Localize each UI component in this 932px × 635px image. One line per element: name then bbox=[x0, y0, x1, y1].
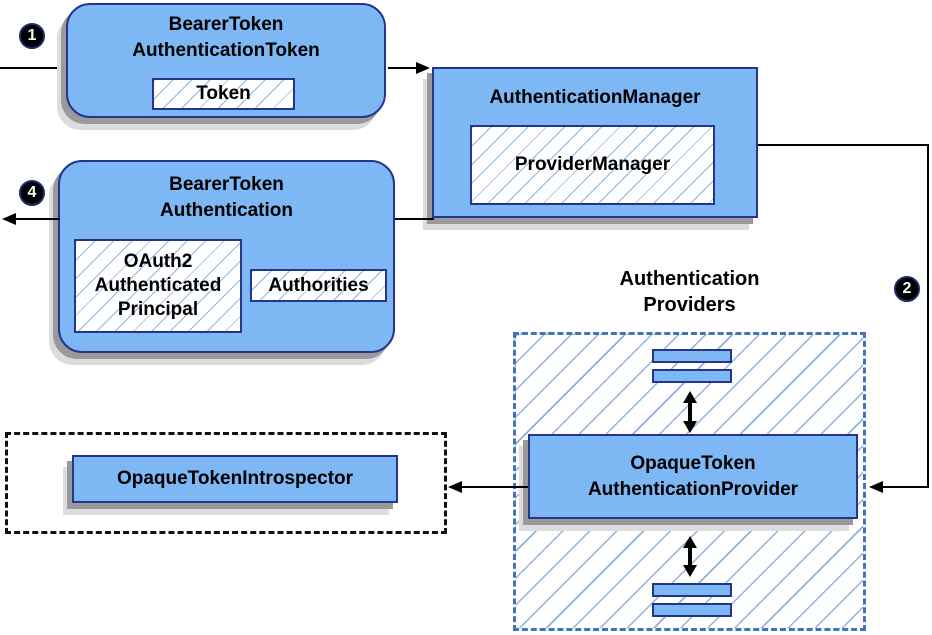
incoming-request-line bbox=[0, 67, 64, 69]
bearer-token-authentication-token-title: BearerToken AuthenticationToken bbox=[132, 14, 320, 61]
provider-link-arrow-up bbox=[683, 536, 697, 548]
token-to-manager-line bbox=[388, 67, 418, 69]
provider-link-arrow-up bbox=[683, 391, 697, 403]
step-badge-1: 1 bbox=[19, 23, 45, 49]
authentication-manager-title: AuthenticationManager bbox=[489, 87, 701, 108]
provider-to-introspector-arrowhead bbox=[448, 481, 462, 493]
authentication-manager-node: AuthenticationManager ProviderManager bbox=[432, 67, 758, 218]
provider-link-line bbox=[688, 402, 692, 422]
opaque-token-introspector-title: OpaqueTokenIntrospector bbox=[116, 468, 354, 489]
manager-to-provider-line-bottom bbox=[883, 486, 929, 488]
bearer-token-authentication-token-node: BearerToken AuthenticationToken Token bbox=[66, 3, 386, 118]
oauth2-authenticated-principal-chip: OAuth2 Authenticated Principal bbox=[74, 239, 242, 333]
manager-to-provider-line-right bbox=[927, 144, 929, 488]
authorities-chip: Authorities bbox=[250, 269, 387, 302]
provider-list-bar bbox=[652, 369, 732, 383]
token-to-manager-arrowhead bbox=[416, 62, 430, 74]
provider-list-bar bbox=[652, 583, 732, 597]
opaque-token-authentication-provider-node: OpaqueToken AuthenticationProvider bbox=[528, 434, 858, 519]
provider-list-bar bbox=[652, 349, 732, 363]
step-badge-2: 2 bbox=[894, 276, 920, 302]
step-badge-4: 4 bbox=[19, 180, 45, 206]
manager-to-provider-arrowhead bbox=[869, 481, 883, 493]
provider-manager-chip: ProviderManager bbox=[470, 125, 715, 205]
bearer-token-authentication-title: BearerToken Authentication bbox=[160, 174, 293, 221]
manager-to-authentication-line bbox=[395, 218, 434, 220]
provider-list-bar bbox=[652, 603, 732, 617]
opaque-token-introspector-node: OpaqueTokenIntrospector bbox=[72, 455, 398, 503]
provider-to-introspector-line bbox=[462, 486, 528, 488]
authentication-out-line bbox=[14, 218, 60, 220]
provider-link-arrow-down bbox=[683, 421, 697, 433]
authentication-providers-label: Authentication Providers bbox=[619, 268, 760, 316]
provider-link-line bbox=[688, 547, 692, 566]
authentication-out-arrowhead bbox=[2, 213, 16, 225]
provider-link-arrow-down bbox=[683, 565, 697, 577]
token-chip: Token bbox=[152, 78, 295, 110]
manager-to-provider-line-top bbox=[758, 144, 929, 146]
bearer-token-authentication-node: BearerToken Authentication OAuth2 Authen… bbox=[58, 160, 395, 353]
opaque-token-authentication-provider-title: OpaqueToken AuthenticationProvider bbox=[587, 452, 799, 500]
